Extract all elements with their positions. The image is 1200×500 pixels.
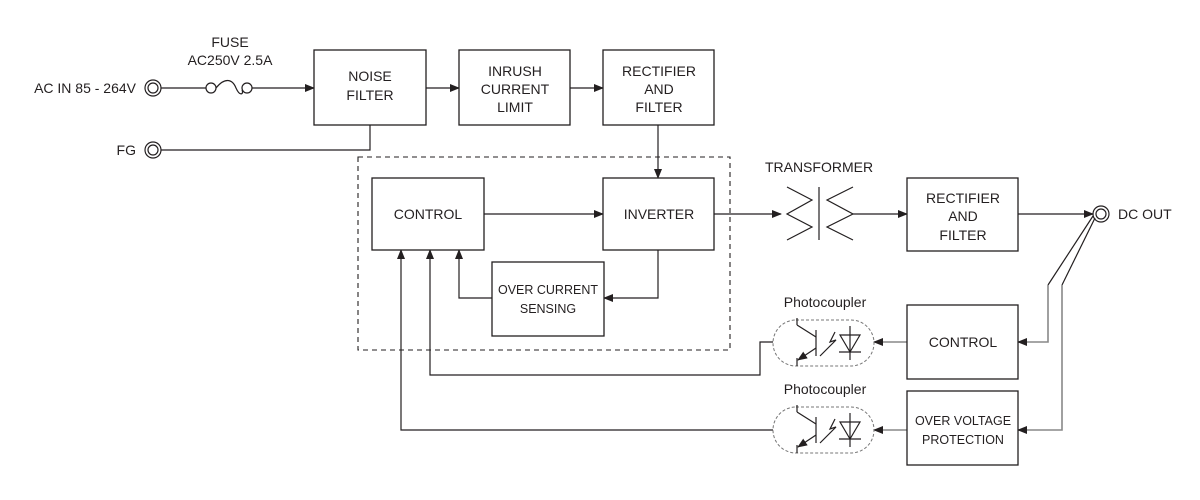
rectifier-filter-primary-block: RECTIFIER AND FILTER: [602, 49, 715, 126]
photocoupler-label: Photocoupler: [784, 294, 867, 310]
inverter-block: INVERTER: [602, 177, 715, 251]
block-label: FILTER: [939, 227, 986, 243]
noise-filter-block: NOISE FILTER: [313, 49, 427, 126]
rectifier-filter-secondary-block: RECTIFIER AND FILTER: [906, 177, 1019, 252]
control-primary-block: CONTROL: [371, 177, 485, 251]
over-current-sensing-block: OVER CURRENT SENSING: [491, 261, 605, 337]
fuse-rating: AC250V 2.5A: [188, 52, 273, 68]
block-label: RECTIFIER: [622, 63, 696, 79]
block-label: OVER CURRENT: [498, 283, 598, 297]
transformer: TRANSFORMER: [765, 159, 873, 241]
inrush-current-limit-block: INRUSH CURRENT LIMIT: [458, 49, 571, 126]
block-label: CONTROL: [929, 334, 998, 350]
primary-control-region: [357, 156, 731, 351]
transformer-label: TRANSFORMER: [765, 159, 873, 175]
fuse: FUSE AC250V 2.5A: [188, 34, 273, 95]
block-label: INRUSH: [488, 63, 542, 79]
photocoupler-1: Photocoupler: [772, 294, 875, 367]
photocoupler-label: Photocoupler: [784, 381, 867, 397]
block-label: AND: [948, 208, 978, 224]
control-secondary-block: CONTROL: [906, 304, 1019, 380]
dc-out-label: DC OUT: [1118, 206, 1172, 222]
block-label: FILTER: [635, 99, 682, 115]
block-label: CURRENT: [481, 81, 550, 97]
ac-in-label: AC IN 85 - 264V: [34, 80, 137, 96]
block-label: LIMIT: [497, 99, 533, 115]
ac-in-terminal: AC IN 85 - 264V: [34, 79, 162, 97]
block-label: PROTECTION: [922, 433, 1004, 447]
block-label: OVER VOLTAGE: [915, 414, 1011, 428]
block-label: SENSING: [520, 302, 576, 316]
block-label: CONTROL: [394, 206, 463, 222]
fg-label: FG: [117, 142, 136, 158]
block-label: AND: [644, 81, 674, 97]
dc-out-terminal: DC OUT: [1092, 205, 1172, 223]
photocoupler-2: Photocoupler: [772, 381, 875, 454]
block-label: RECTIFIER: [926, 190, 1000, 206]
over-voltage-protection-block: OVER VOLTAGE PROTECTION: [906, 390, 1019, 466]
block-label: INVERTER: [624, 206, 695, 222]
fg-terminal: FG: [117, 141, 162, 159]
block-label: FILTER: [346, 87, 393, 103]
fuse-title: FUSE: [211, 34, 248, 50]
block-label: NOISE: [348, 68, 392, 84]
wires: [161, 84, 1096, 434]
